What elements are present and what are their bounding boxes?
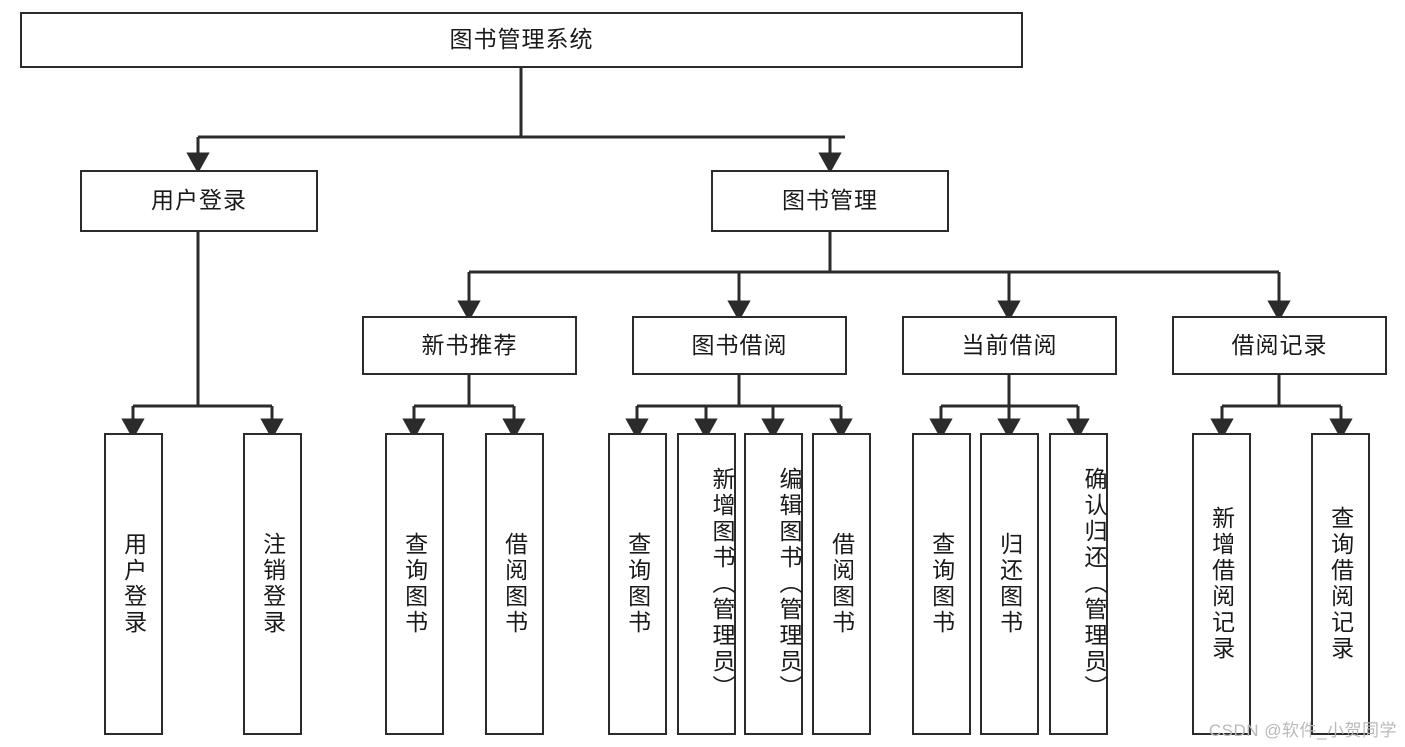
leaf-add-book-admin[interactable]: 新增图书（管理员） xyxy=(677,433,736,735)
node-label: 图书借阅 xyxy=(691,331,788,358)
leaf-return-book[interactable]: 归还图书 xyxy=(980,433,1039,735)
leaf-query-borrow-record[interactable]: 查询借阅记录 xyxy=(1311,433,1370,735)
node-label: 编辑图书（管理员） xyxy=(776,467,802,701)
node-user-login[interactable]: 用户登录 xyxy=(80,170,318,232)
node-label: 归还图书 xyxy=(996,532,1023,636)
leaf-query-book-new-recommend[interactable]: 查询图书 xyxy=(385,433,444,735)
node-book-borrow[interactable]: 图书借阅 xyxy=(632,316,847,375)
node-label: 当前借阅 xyxy=(961,331,1058,358)
node-label: 图书管理 xyxy=(782,187,878,214)
node-label: 查询图书 xyxy=(624,532,651,636)
leaf-edit-book-admin[interactable]: 编辑图书（管理员） xyxy=(744,433,803,735)
node-label: 借阅记录 xyxy=(1231,331,1328,358)
node-label: 用户登录 xyxy=(151,187,247,214)
leaf-query-book-current[interactable]: 查询图书 xyxy=(912,433,971,735)
node-label: 新增图书（管理员） xyxy=(709,467,735,701)
node-label: 查询图书 xyxy=(928,532,955,636)
csdn-watermark: CSDN @软件_小贺同学 xyxy=(1208,721,1397,740)
leaf-logout[interactable]: 注销登录 xyxy=(243,433,302,735)
node-label: 注销登录 xyxy=(259,532,286,636)
node-new-book-recommend[interactable]: 新书推荐 xyxy=(362,316,577,375)
node-label: 图书管理系统 xyxy=(449,26,594,53)
leaf-borrow-book-borrow[interactable]: 借阅图书 xyxy=(812,433,871,735)
leaf-add-borrow-record[interactable]: 新增借阅记录 xyxy=(1192,433,1251,735)
node-label: 查询图书 xyxy=(401,532,428,636)
node-current-borrow[interactable]: 当前借阅 xyxy=(902,316,1117,375)
node-label: 借阅图书 xyxy=(501,532,528,636)
node-label: 新增借阅记录 xyxy=(1208,506,1235,662)
node-label: 确认归还（管理员） xyxy=(1081,467,1107,701)
leaf-confirm-return-admin[interactable]: 确认归还（管理员） xyxy=(1049,433,1108,735)
node-book-management[interactable]: 图书管理 xyxy=(711,170,949,232)
node-label: 查询借阅记录 xyxy=(1327,506,1354,662)
node-label: 借阅图书 xyxy=(828,532,855,636)
node-borrow-record[interactable]: 借阅记录 xyxy=(1172,316,1387,375)
node-label: 新书推荐 xyxy=(421,331,518,358)
node-root-book-management-system[interactable]: 图书管理系统 xyxy=(20,12,1023,68)
node-label: 用户登录 xyxy=(120,532,147,636)
leaf-query-book-borrow[interactable]: 查询图书 xyxy=(608,433,667,735)
leaf-borrow-book-new-recommend[interactable]: 借阅图书 xyxy=(485,433,544,735)
leaf-user-login[interactable]: 用户登录 xyxy=(104,433,163,735)
